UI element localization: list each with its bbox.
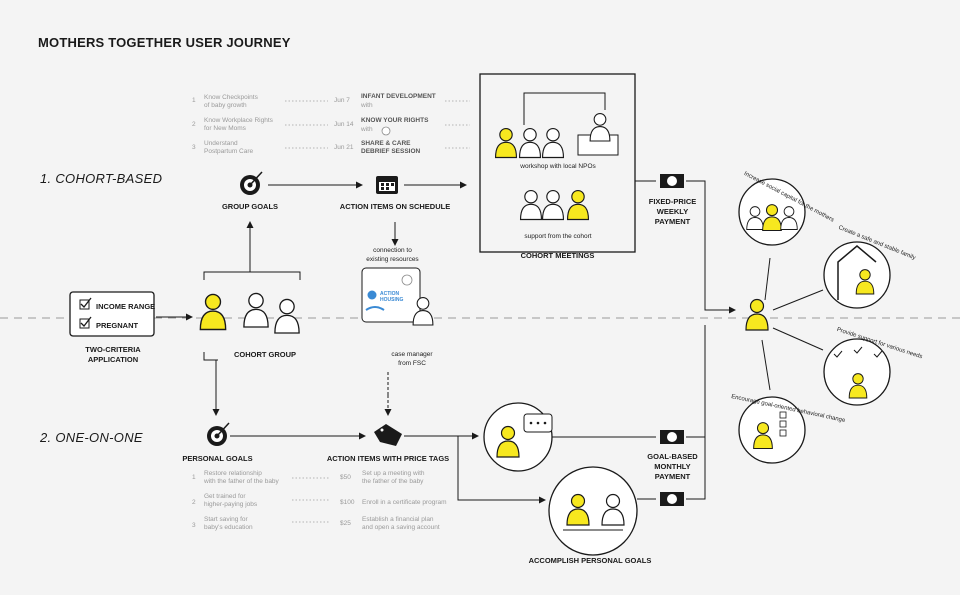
application-box bbox=[69, 291, 155, 337]
checkbox-icon bbox=[779, 411, 787, 437]
weekly-payment-label: FIXED-PRICE WEEKLY PAYMENT bbox=[648, 197, 697, 226]
calendar-icon bbox=[376, 176, 398, 194]
target-icon bbox=[207, 422, 230, 446]
price-tag-icon bbox=[374, 424, 402, 446]
target-icon bbox=[240, 171, 263, 195]
resources-label: connection to existing resources bbox=[366, 247, 419, 263]
cohort-group-label: COHORT GROUP bbox=[233, 350, 297, 359]
application-label: TWO-CRITERIA APPLICATION bbox=[85, 345, 141, 364]
monthly-payment-label: GOAL-BASED MONTHLY PAYMENT bbox=[647, 452, 698, 481]
cohort-meetings-label: COHORT MEETINGS bbox=[520, 251, 595, 260]
criteria-pregnant: PREGNANT bbox=[96, 321, 139, 330]
dollar-bill-icon bbox=[660, 492, 684, 506]
action-items-schedule-label: ACTION ITEMS ON SCHEDULE bbox=[339, 202, 451, 211]
page-title: MOTHERS TOGETHER USER JOURNEY bbox=[38, 35, 291, 50]
cohort-group-figure bbox=[199, 292, 300, 334]
track-one-on-one: 2. ONE-ON-ONE bbox=[40, 430, 143, 445]
speech-bubble-icon bbox=[523, 413, 553, 433]
accomplish-label: ACCOMPLISH PERSONAL GOALS bbox=[528, 556, 652, 565]
cohort-meetings-box bbox=[479, 73, 636, 253]
outcome-circle-support bbox=[823, 338, 891, 406]
cohort-support-figure bbox=[519, 189, 590, 221]
track-cohort: 1. COHORT-BASED bbox=[40, 171, 163, 186]
personal-goals-label: PERSONAL GOALS bbox=[182, 454, 253, 463]
outcome-circle-family bbox=[823, 241, 891, 309]
group-goals-label: GROUP GOALS bbox=[221, 202, 279, 211]
support-label: support from the cohort bbox=[524, 233, 592, 240]
phone-call-circle bbox=[483, 402, 553, 472]
criteria-income: INCOME RANGE bbox=[96, 302, 156, 311]
case-manager-label: case manager from FSC bbox=[391, 351, 433, 367]
action-items-price-label: ACTION ITEMS WITH PRICE TAGS bbox=[326, 454, 450, 463]
workshop-label: workshop with local NPOs bbox=[520, 163, 596, 170]
workshop-figure bbox=[494, 92, 619, 159]
mother-figure bbox=[745, 298, 769, 331]
dollar-bill-icon bbox=[660, 430, 684, 444]
dollar-bill-icon bbox=[660, 174, 684, 188]
meeting-circle bbox=[548, 466, 638, 556]
